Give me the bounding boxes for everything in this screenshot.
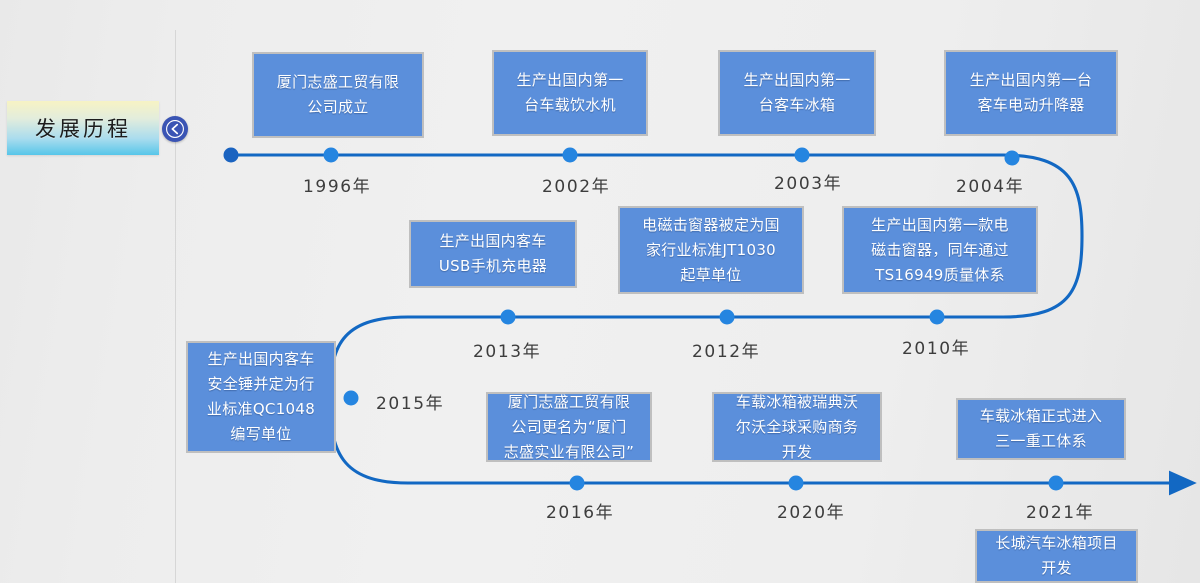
event-card-2021[interactable]: 车载冰箱正式进入 三一重工体系 <box>956 398 1126 460</box>
event-card-2013[interactable]: 生产出国内客车 USB手机充电器 <box>409 220 577 288</box>
timeline-dot-2012[interactable] <box>719 309 735 325</box>
year-label-2013: 2013年 <box>473 342 542 362</box>
card-line: 车载冰箱被瑞典沃 <box>735 392 859 411</box>
card-line: 开发 <box>781 442 813 461</box>
card-line: 电磁击窗器被定为国 <box>642 215 780 234</box>
year-label-2012: 2012年 <box>692 342 761 362</box>
year-label-2004: 2004年 <box>956 177 1025 197</box>
card-line: 长城汽车冰箱项目 <box>995 534 1118 552</box>
card-line: 开发 <box>1041 559 1072 577</box>
timeline-dot-2020[interactable] <box>788 475 804 491</box>
card-line: 车载冰箱正式进入 <box>979 407 1103 425</box>
timeline-dot-2003[interactable] <box>794 147 810 163</box>
timeline-dot-2021[interactable] <box>1048 475 1064 491</box>
vertical-guide-rule <box>175 30 176 583</box>
event-card-1996[interactable]: 厦门志盛工贸有限 公司成立 <box>252 52 424 138</box>
card-line: 生产出国内第一 <box>743 71 851 89</box>
card-line: 生产出国内第一 <box>516 71 624 89</box>
card-line: 客车电动升降器 <box>977 96 1085 114</box>
event-card-2021-secondary[interactable]: 长城汽车冰箱项目 开发 <box>975 529 1138 583</box>
card-line: 起草单位 <box>680 265 742 284</box>
timeline-dot-2004[interactable] <box>1004 150 1020 166</box>
card-line: 编写单位 <box>230 425 292 443</box>
year-label-1996: 1996年 <box>303 177 372 197</box>
card-line: 公司成立 <box>307 98 369 116</box>
year-label-2002: 2002年 <box>542 177 611 197</box>
year-label-2015: 2015年 <box>376 394 445 414</box>
timeline-dot-2010[interactable] <box>929 309 945 325</box>
card-line: 厦门志盛工贸有限 <box>276 73 400 91</box>
timeline-dot-2015[interactable] <box>343 390 359 406</box>
event-card-2015[interactable]: 生产出国内客车 安全锤并定为行 业标准QC1048 编写单位 <box>186 341 336 453</box>
year-label-2021: 2021年 <box>1026 503 1095 523</box>
timeline-dot-2002[interactable] <box>562 147 578 163</box>
event-card-2003[interactable]: 生产出国内第一 台客车冰箱 <box>718 50 876 136</box>
timeline-dot-2013[interactable] <box>500 309 516 325</box>
card-line: 业标准QC1048 <box>206 400 316 418</box>
year-label-2010: 2010年 <box>902 339 971 359</box>
section-label-chip: 发展历程 <box>7 101 159 155</box>
card-line: 生产出国内客车 <box>439 232 547 250</box>
timeline-dot-2016[interactable] <box>569 475 585 491</box>
card-line: 台车载饮水机 <box>524 96 616 114</box>
card-line: 生产出国内第一台 <box>969 71 1093 89</box>
card-line: 台客车冰箱 <box>758 96 836 114</box>
back-arrow-icon[interactable] <box>162 116 188 142</box>
card-line: 志盛实业有限公司” <box>503 442 635 461</box>
event-card-2016[interactable]: 厦门志盛工贸有限 公司更名为“厦门 志盛实业有限公司” <box>486 392 652 462</box>
event-card-2020[interactable]: 车载冰箱被瑞典沃 尔沃全球采购商务 开发 <box>712 392 882 462</box>
year-label-2016: 2016年 <box>546 503 615 523</box>
event-card-2002[interactable]: 生产出国内第一 台车载饮水机 <box>492 50 648 136</box>
card-line: 安全锤并定为行 <box>207 375 315 393</box>
card-line: 厦门志盛工贸有限 <box>507 392 631 411</box>
card-line: USB手机充电器 <box>438 257 548 275</box>
timeline-dot-start[interactable] <box>223 147 239 163</box>
section-label-text: 发展历程 <box>35 117 131 141</box>
card-line: TS16949质量体系 <box>875 265 1005 284</box>
event-card-2012[interactable]: 电磁击窗器被定为国 家行业标准JT1030 起草单位 <box>618 206 804 294</box>
card-line: 生产出国内客车 <box>207 350 315 368</box>
year-label-2003: 2003年 <box>774 174 843 194</box>
card-line: 生产出国内第一款电 <box>871 215 1009 234</box>
timeline-dot-1996[interactable] <box>323 147 339 163</box>
card-line: 磁击窗器，同年通过 <box>871 240 1009 259</box>
event-card-2010[interactable]: 生产出国内第一款电 磁击窗器，同年通过 TS16949质量体系 <box>842 206 1038 294</box>
card-line: 家行业标准JT1030 <box>645 240 777 259</box>
year-label-2020: 2020年 <box>777 503 846 523</box>
card-line: 三一重工体系 <box>995 432 1087 450</box>
card-line: 公司更名为“厦门 <box>511 417 627 436</box>
event-card-2004[interactable]: 生产出国内第一台 客车电动升降器 <box>944 50 1118 136</box>
card-line: 尔沃全球采购商务 <box>735 417 859 436</box>
